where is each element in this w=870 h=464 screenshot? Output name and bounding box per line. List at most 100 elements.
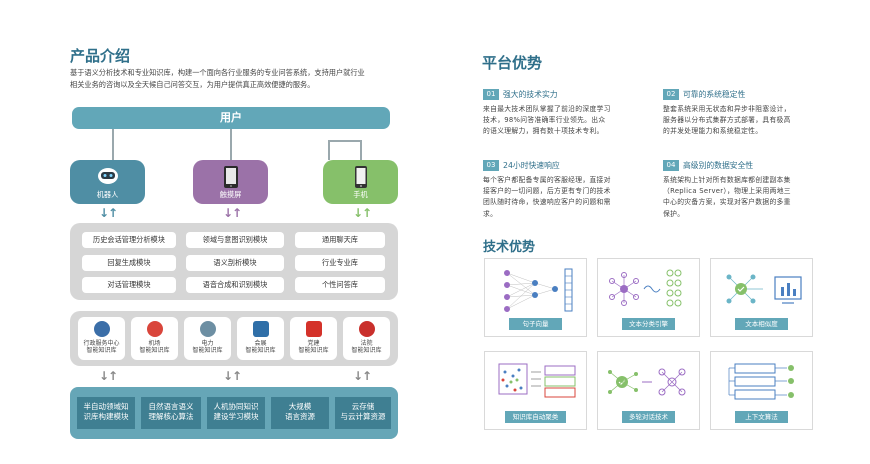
foundation-line: 人机协同知识 bbox=[213, 402, 259, 411]
module-cell: 语义剖析模块 bbox=[186, 255, 284, 271]
adv-title: 可靠的系统稳定性 bbox=[683, 90, 746, 99]
kb-line: 智能知识库 bbox=[351, 347, 382, 354]
kb-line: 机场 bbox=[148, 340, 161, 347]
product-intro: 基于语义分析技术和专业知识库，构建一个面向各行业服务的专业问答系统，支持用户就行… bbox=[70, 67, 410, 91]
adv-body: 来自最大技术团队掌握了前沿的深度学习 技术，98%问答准确率行业领先。出众 的语… bbox=[483, 104, 643, 138]
foundation-item: 人机协同知识 建设学习模块 bbox=[207, 397, 265, 429]
emblem-icon bbox=[93, 321, 110, 337]
platform-title: 平台优势 bbox=[482, 54, 543, 72]
kb-line: 智能知识库 bbox=[245, 347, 276, 354]
module-cell: 对话管理模块 bbox=[82, 277, 176, 293]
kb-line: 会展 bbox=[254, 340, 267, 347]
kb-admin-service: 行政服务中心 智能知识库 bbox=[78, 317, 125, 360]
kb-party: 党建 智能知识库 bbox=[290, 317, 337, 360]
device-phone: 手机 bbox=[323, 160, 398, 204]
adv-line: 的语义理解力，拥有数十项技术专利。 bbox=[483, 127, 604, 136]
foundation-line: 自然语言语义 bbox=[148, 402, 194, 411]
adv-line: 求。 bbox=[483, 209, 498, 218]
adv-line: 的并发处理能力和系统稳定性。 bbox=[663, 127, 763, 136]
tablet-icon bbox=[223, 166, 238, 188]
adv-line: 系统架构上针对所有数据库都创建副本集 bbox=[663, 176, 791, 184]
adv-line: 团队随时待命，快速响应客户的问题和需 bbox=[483, 198, 611, 207]
kb-line: 行政服务中心 bbox=[83, 340, 120, 347]
exhibition-logo-icon bbox=[252, 321, 269, 337]
kb-airport: 机场 智能知识库 bbox=[131, 317, 178, 360]
adv-line: 中心的灾备方案，实现对客户数据的多重 bbox=[663, 198, 791, 207]
kb-line: 党建 bbox=[307, 340, 320, 347]
tech-card: 句子向量 bbox=[484, 258, 587, 337]
connector bbox=[112, 129, 114, 160]
adv-body: 整套系统采用无状态和异步非阻塞设计， 服务器以分布式集群方式部署，具有极高 的并… bbox=[663, 104, 823, 138]
module-cell: 领域与意图识别模块 bbox=[186, 232, 284, 248]
tech-card: 文本相似度 bbox=[710, 258, 813, 337]
module-cell: 个性问答库 bbox=[295, 277, 385, 293]
airport-logo-icon bbox=[146, 321, 163, 337]
updown-arrows: ↓↑ bbox=[223, 369, 242, 383]
card-caption: 多轮对话技术 bbox=[622, 411, 675, 423]
tech-title: 技术优势 bbox=[483, 240, 536, 255]
kb-line: 智能知识库 bbox=[86, 347, 117, 354]
intro-line-2: 相关业务的咨询以及全天候自己问答交互，为用户提供真正高效便捷的服务。 bbox=[70, 80, 315, 89]
tech-card: 多轮对话技术 bbox=[597, 351, 700, 430]
tech-card: 知识库自动聚类 bbox=[484, 351, 587, 430]
foundation-item: 云存储 与云计算资源 bbox=[335, 397, 391, 429]
tech-card: 上下文算法 bbox=[710, 351, 813, 430]
kb-line: 智能知识库 bbox=[298, 347, 329, 354]
module-cell: 历史会话管理分析模块 bbox=[82, 232, 176, 248]
card-caption: 句子向量 bbox=[509, 318, 562, 330]
foundation-line: 云存储 bbox=[351, 402, 375, 411]
card-caption: 文本相似度 bbox=[735, 318, 788, 330]
device-touchscreen: 触摸屏 bbox=[193, 160, 268, 204]
foundation-line: 大规模 bbox=[288, 402, 312, 411]
kb-line: 智能知识库 bbox=[139, 347, 170, 354]
foundation-line: 建设学习模块 bbox=[213, 412, 259, 421]
kb-power: 电力 智能知识库 bbox=[184, 317, 231, 360]
kb-court: 法院 智能知识库 bbox=[343, 317, 390, 360]
phone-icon bbox=[354, 166, 367, 188]
robot-icon bbox=[97, 168, 118, 184]
connector bbox=[360, 140, 362, 160]
module-cell: 通用聊天库 bbox=[295, 232, 385, 248]
device-robot: 机器人 bbox=[70, 160, 145, 204]
adv-body: 每个客户都配备专属的客服经理，直接对 接客户的一切问题，后方更有专门的技术 团队… bbox=[483, 175, 643, 220]
power-logo-icon bbox=[199, 321, 216, 337]
connector bbox=[328, 140, 330, 160]
adv-line: 整套系统采用无状态和异步非阻塞设计， bbox=[663, 105, 791, 113]
foundation-line: 识库构建模块 bbox=[83, 412, 129, 421]
module-cell: 回复生成模块 bbox=[82, 255, 176, 271]
adv-title: 24小时快速响应 bbox=[503, 161, 560, 170]
kb-line: 电力 bbox=[201, 340, 214, 347]
device-label: 手机 bbox=[353, 190, 368, 199]
updown-arrows: ↓↑ bbox=[353, 206, 372, 220]
connector bbox=[328, 140, 362, 142]
adv-title: 强大的技术实力 bbox=[503, 90, 558, 99]
dialogue-icon bbox=[608, 368, 686, 396]
neural-network-icon bbox=[504, 268, 573, 312]
adv-body: 系统架构上针对所有数据库都创建副本集 （Replica Server），物理上采… bbox=[663, 175, 823, 220]
adv-line: 来自最大技术团队掌握了前沿的深度学习 bbox=[483, 105, 611, 113]
court-emblem-icon bbox=[358, 321, 375, 337]
device-label: 机器人 bbox=[96, 190, 119, 199]
kb-line: 法院 bbox=[360, 340, 373, 347]
adv-number: 02 bbox=[663, 89, 679, 100]
foundation-item: 自然语言语义 理解核心算法 bbox=[141, 397, 201, 429]
adv-line: 接客户的一切问题，后方更有专门的技术 bbox=[483, 187, 611, 196]
adv-line: 每个客户都配备专属的客服经理，直接对 bbox=[483, 176, 611, 184]
product-title: 产品介绍 bbox=[70, 47, 131, 65]
updown-arrows: ↓↑ bbox=[99, 206, 118, 220]
device-label: 触摸屏 bbox=[219, 190, 242, 199]
foundation-line: 理解核心算法 bbox=[148, 412, 194, 421]
connector bbox=[230, 129, 232, 160]
module-cell: 行业专业库 bbox=[295, 255, 385, 271]
adv-line: （Replica Server），物理上采用两地三 bbox=[663, 187, 791, 196]
adv-number: 03 bbox=[483, 160, 499, 171]
updown-arrows: ↓↑ bbox=[223, 206, 242, 220]
updown-arrows: ↓↑ bbox=[99, 369, 118, 383]
adv-number: 01 bbox=[483, 89, 499, 100]
card-caption: 知识库自动聚类 bbox=[505, 411, 566, 423]
party-emblem-icon bbox=[305, 321, 322, 337]
tech-card: 文本分类引擎 bbox=[597, 258, 700, 337]
updown-arrows: ↓↑ bbox=[353, 369, 372, 383]
adv-number: 04 bbox=[663, 160, 679, 171]
text-similarity-icon bbox=[726, 274, 802, 304]
